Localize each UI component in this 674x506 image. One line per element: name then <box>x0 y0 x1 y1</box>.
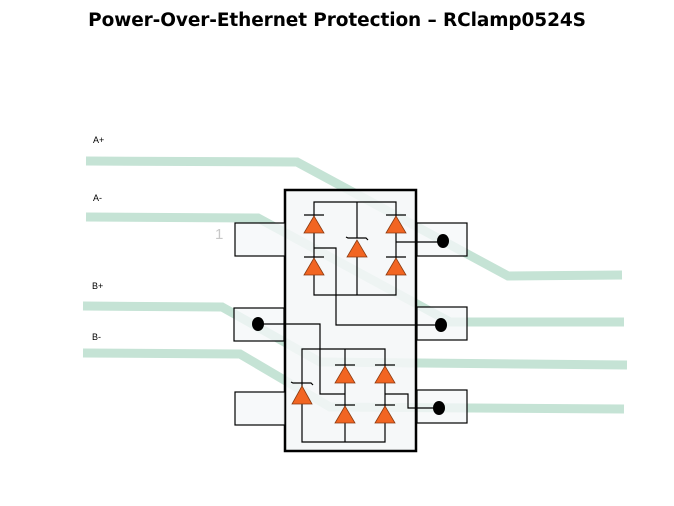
diode-top-right-lower <box>385 256 407 276</box>
label-a-plus: A+ <box>93 135 105 145</box>
package-body <box>283 188 418 453</box>
connection-dots <box>252 234 449 415</box>
slide-title: Power-Over-Ethernet Protection – RClamp0… <box>88 10 586 31</box>
diode-top-left-upper <box>303 214 325 234</box>
pad-left-3 <box>234 391 286 426</box>
diode-top-right-upper <box>385 214 407 234</box>
diode-top-left-lower <box>303 256 325 276</box>
dot-right-3 <box>433 401 445 415</box>
pin-1-label: 1 <box>215 226 224 243</box>
label-b-plus: B+ <box>92 281 104 291</box>
dot-right-2 <box>435 318 447 332</box>
tvs-diode-bottom <box>290 381 314 405</box>
diodes <box>290 214 407 424</box>
label-a-minus: A- <box>93 193 102 203</box>
label-b-minus: B- <box>92 332 101 342</box>
pad-left-1 <box>234 222 286 257</box>
diode-bottom-right-upper <box>374 364 396 384</box>
diode-bottom-mid-upper <box>334 364 356 384</box>
dot-left-2 <box>252 317 264 331</box>
diode-bottom-mid-lower <box>334 404 356 424</box>
diode-bottom-right-lower <box>374 404 396 424</box>
dot-right-1 <box>437 234 449 248</box>
tvs-diode-top <box>345 236 369 258</box>
